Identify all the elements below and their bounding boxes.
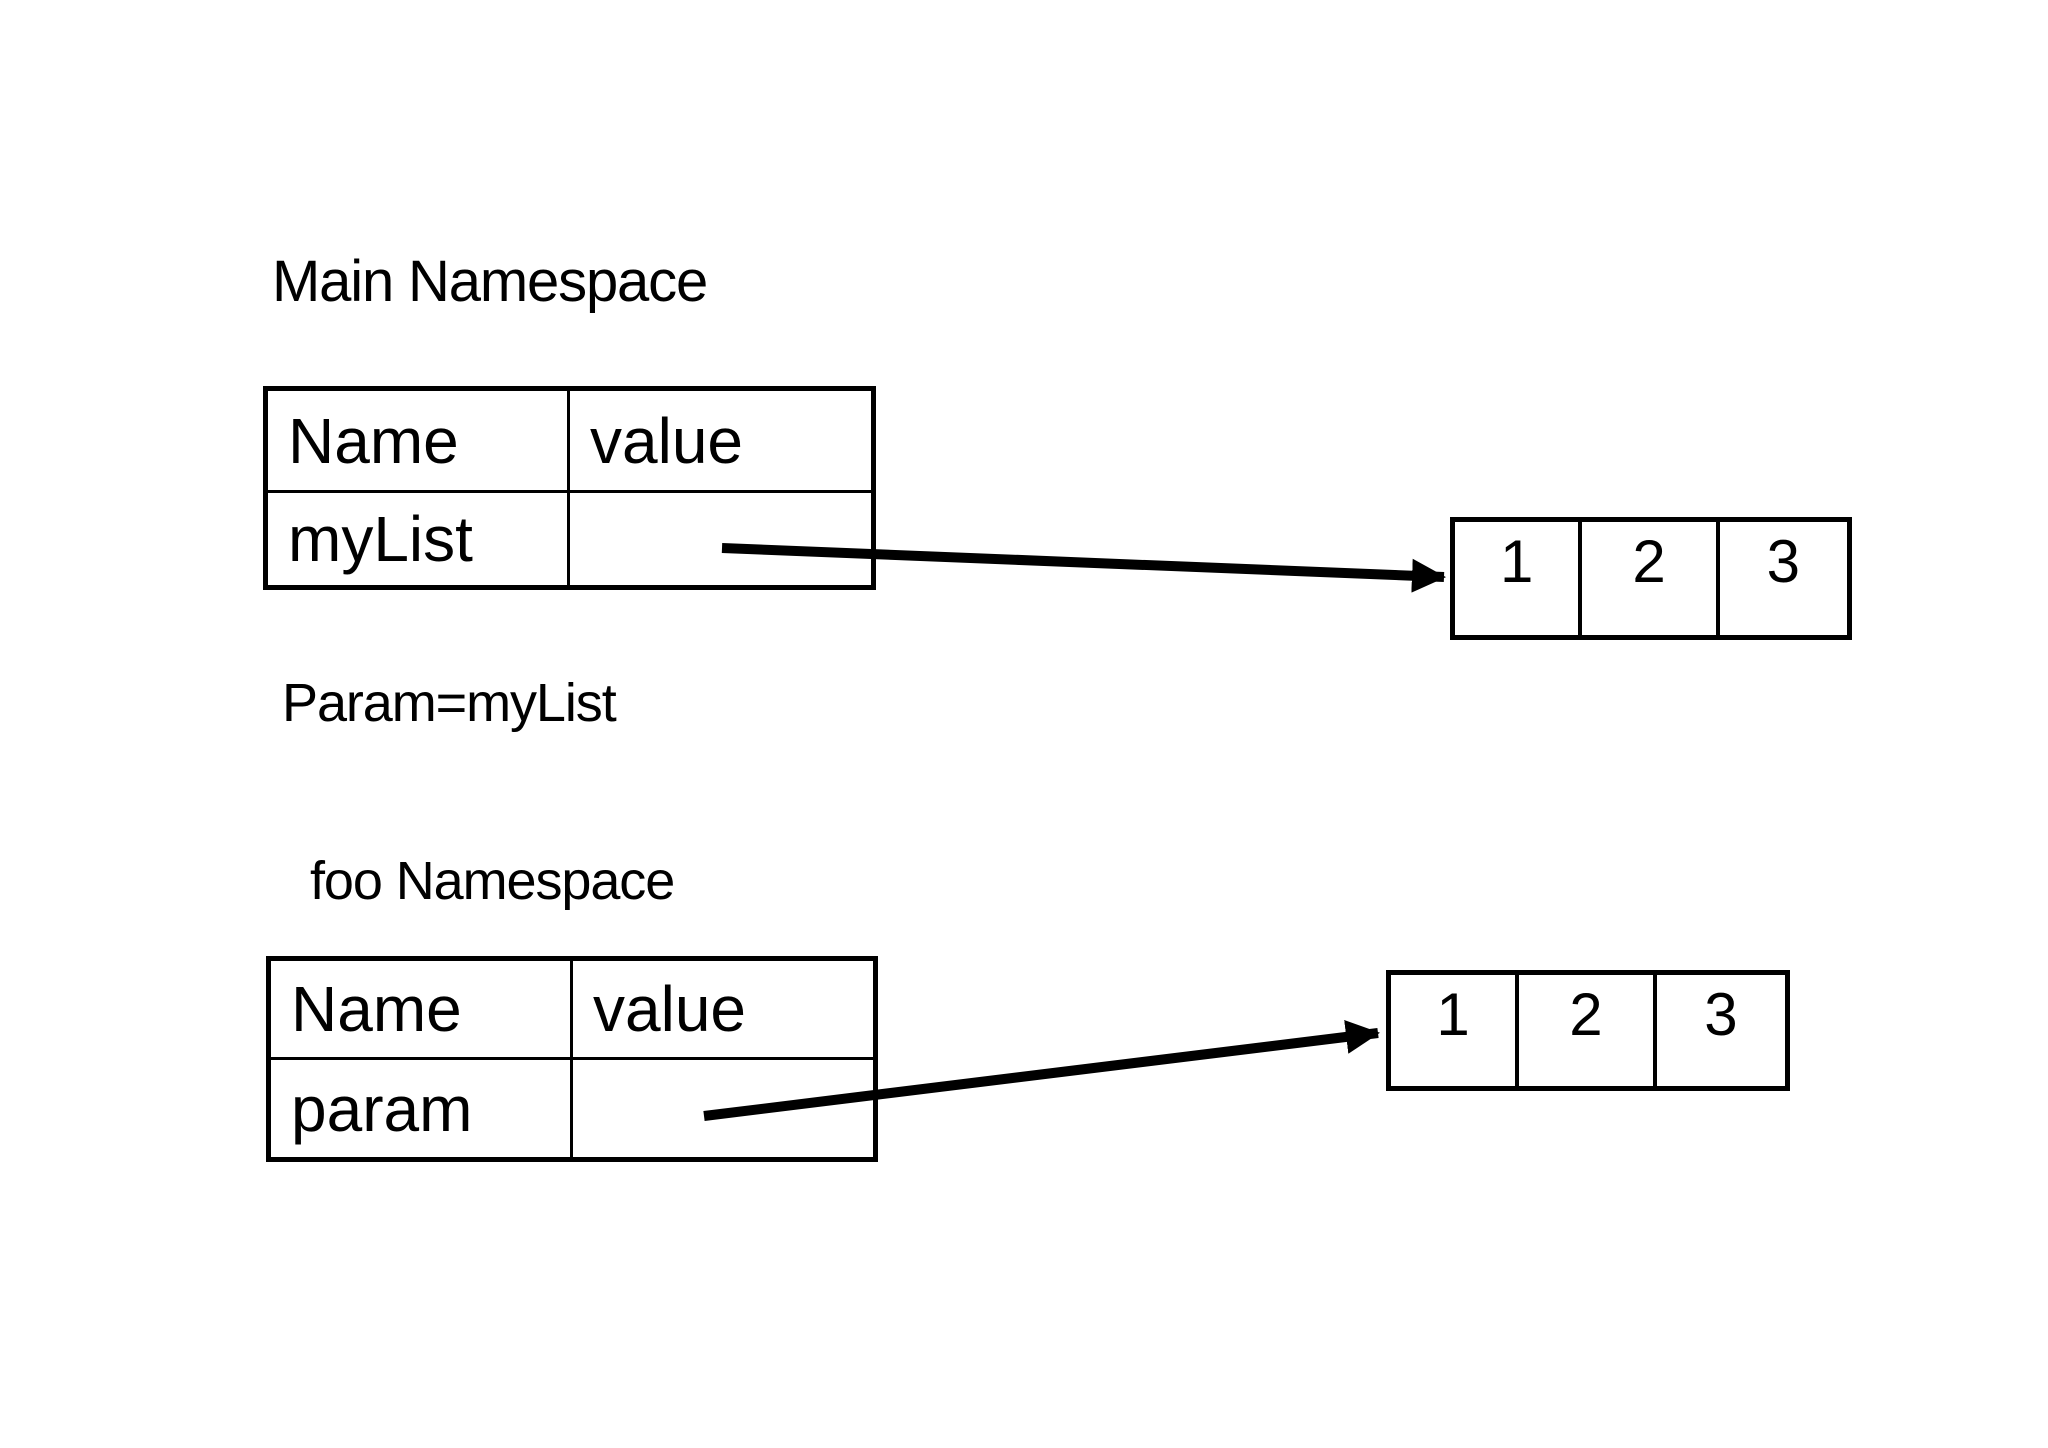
assignment-label: Param=myList [282,673,617,733]
param-item-2: 2 [1519,975,1657,1086]
main-table-variable-name-cell: myList [268,493,570,585]
param-item-1: 1 [1391,975,1520,1086]
main-namespace-table: Name value myList [263,386,876,590]
mylist-item-2: 2 [1582,522,1720,635]
foo-table-header-value: value [573,961,873,1060]
main-table-header-value: value [570,391,871,493]
foo-table-variable-name-cell: param [271,1060,573,1157]
mylist-object-box: 1 2 3 [1450,517,1852,640]
mylist-item-3: 3 [1766,528,1800,595]
param-item-3: 3 [1704,981,1738,1048]
foo-namespace-title: foo Namespace [310,851,675,911]
mylist-item-1: 1 [1455,522,1583,635]
param-object-box: 1 2 3 [1386,970,1790,1091]
main-table-variable-value-cell [570,493,871,585]
foo-table-variable-value-cell [573,1060,873,1157]
main-table-header-name: Name [268,391,570,493]
foo-table-header-name: Name [271,961,573,1060]
main-namespace-title: Main Namespace [272,249,708,314]
foo-namespace-table: Name value param [266,956,878,1162]
